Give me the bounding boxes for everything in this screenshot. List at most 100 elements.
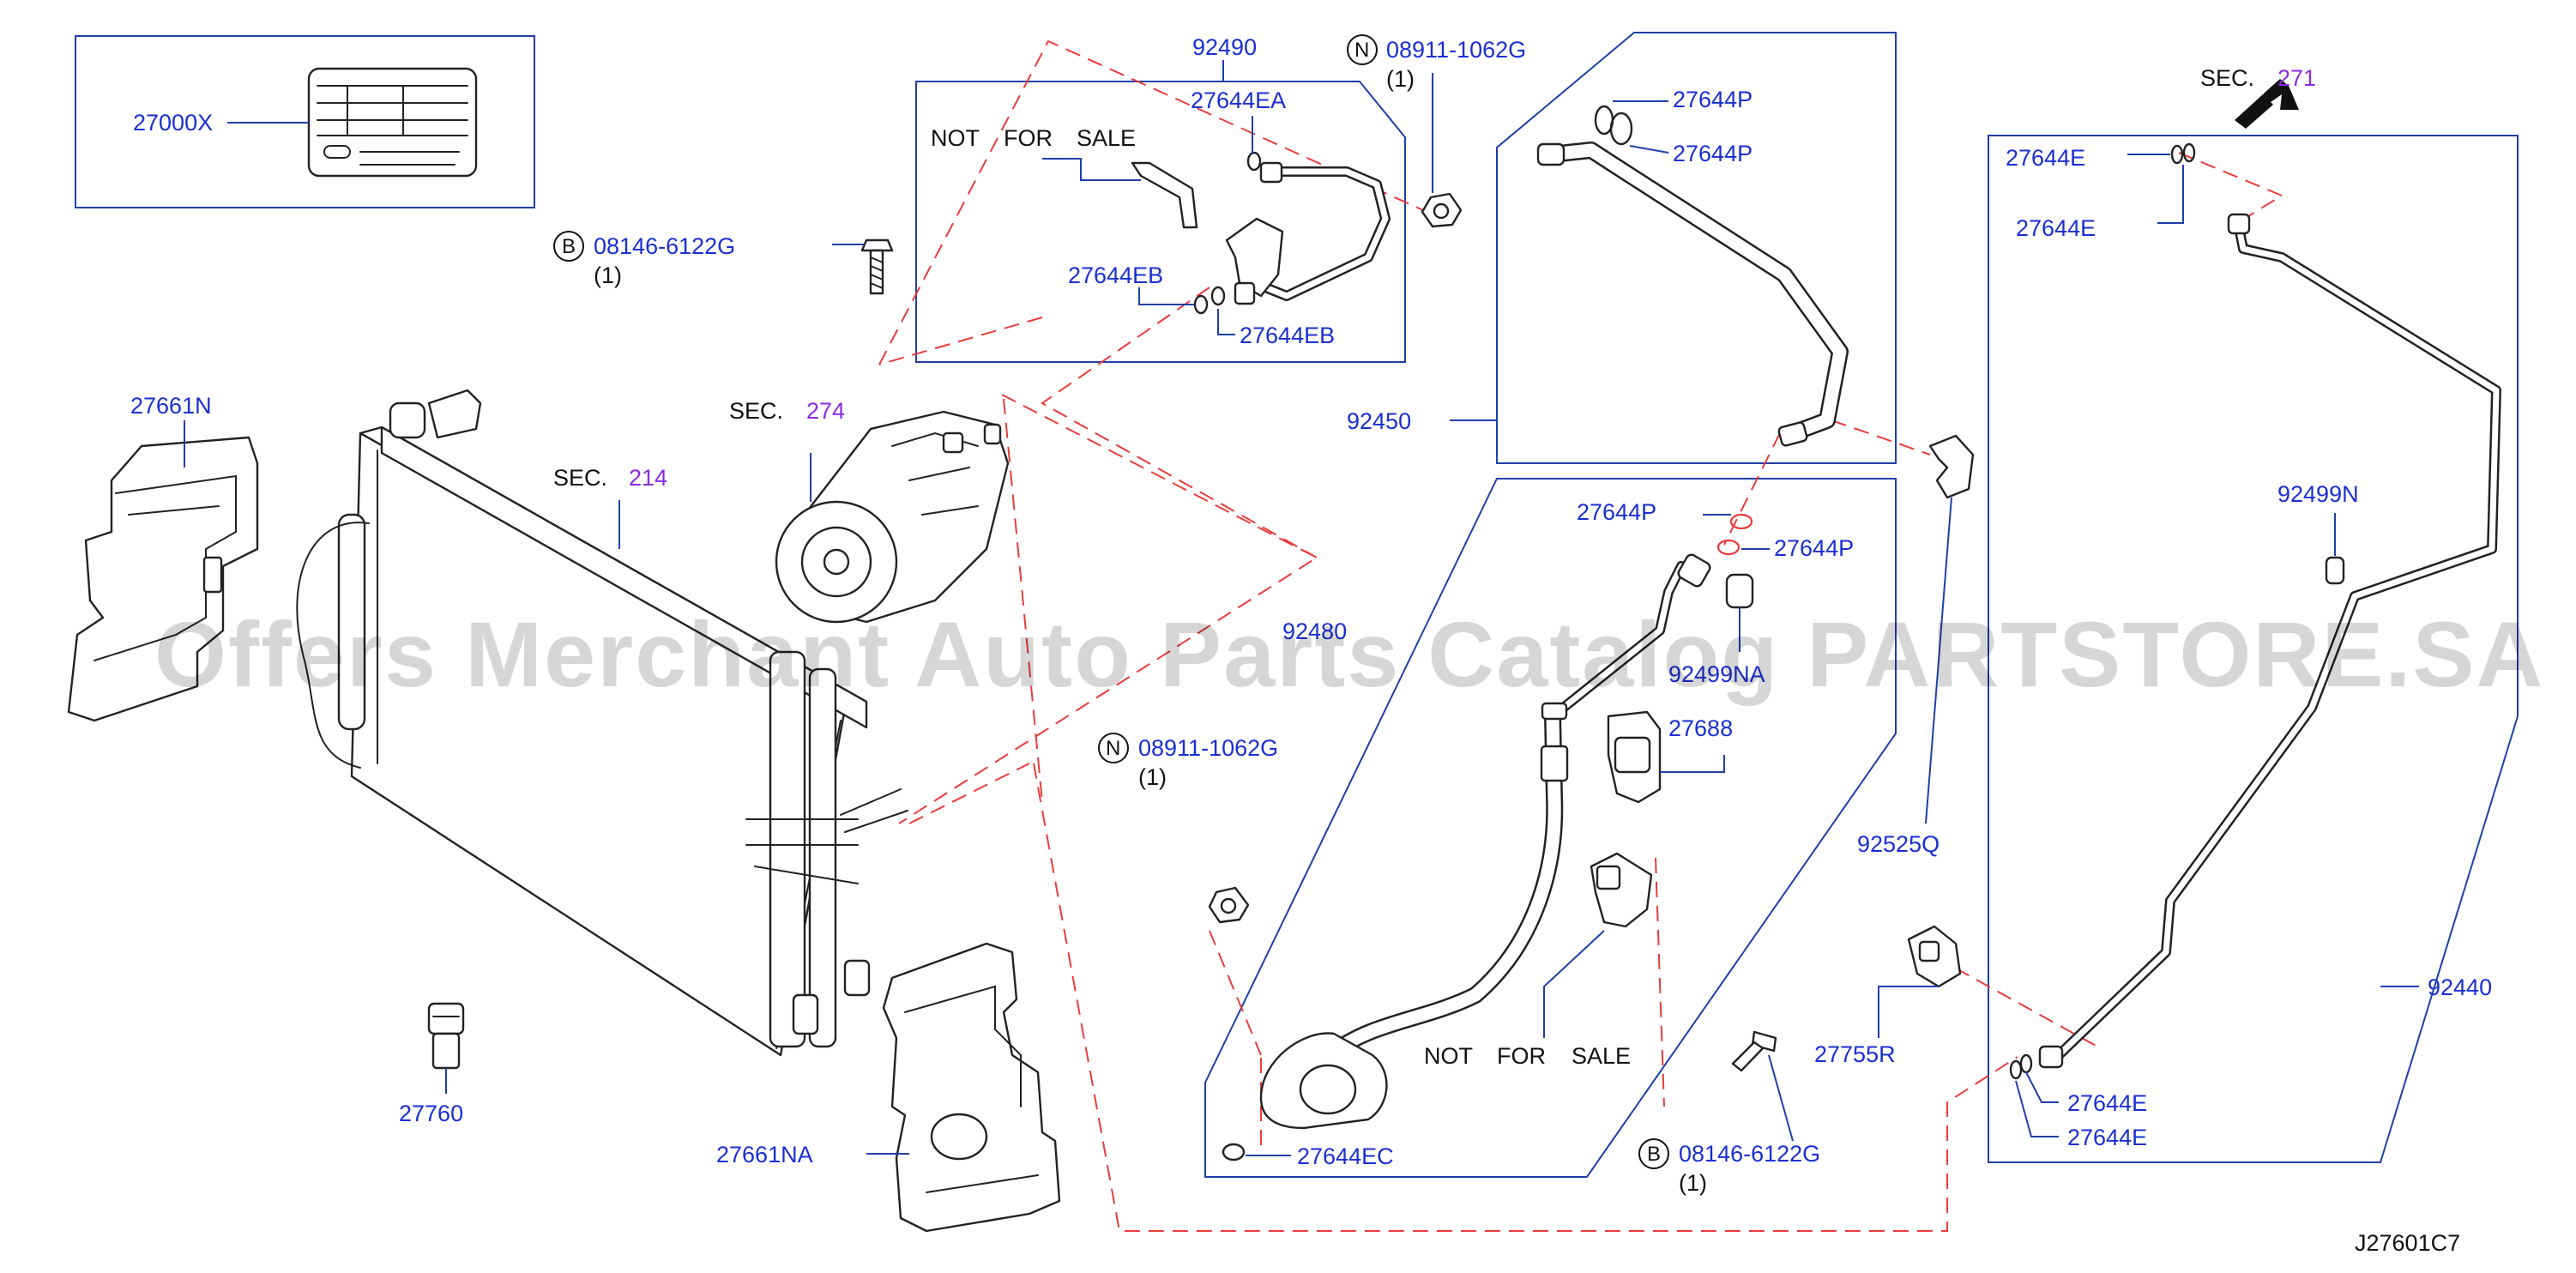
hose-92480-part [1259, 553, 1711, 1130]
callout-nfs-1 [1042, 158, 1141, 181]
badge-nut-2: N [1098, 733, 1129, 763]
label-27644EC: 27644EC [1297, 1143, 1394, 1169]
svg-text:B: B [1647, 1143, 1661, 1166]
nfs-1-word1: NOT [931, 125, 980, 151]
label-27000X: 27000X [133, 110, 213, 136]
oring-27644EC [1222, 1143, 1246, 1161]
routing-line-6 [1033, 763, 2018, 1232]
callout-27644E-4 [2015, 1080, 2059, 1137]
label-92480: 92480 [1282, 618, 1347, 644]
callout-nfs-2 [1543, 930, 1605, 1038]
nfs-2-word2: FOR [1497, 1043, 1546, 1069]
label-27644P-1: 27644P [1673, 87, 1753, 112]
callout-bolt-2 [1768, 1054, 1794, 1142]
qty-nut-2: (1) [1138, 764, 1167, 790]
label-27644E-3: 27644E [2067, 1090, 2147, 1116]
pipe-92450-frame [1496, 32, 1897, 464]
orings-27644P-mid [1716, 513, 1753, 556]
nfs-2-word1: NOT [1424, 1043, 1473, 1069]
badge-bolt-1: B [553, 231, 584, 262]
routing-line-10 [1831, 419, 1931, 456]
clamp-92525Q-part [1928, 434, 1975, 499]
orings-27644P-top [1594, 105, 1633, 146]
label-27688: 27688 [1668, 715, 1733, 741]
routing-line-2 [878, 317, 1043, 365]
bracket-27688-part [1607, 710, 1662, 804]
sec274-label: SEC. [729, 398, 783, 424]
orings-27644EA [1246, 151, 1262, 172]
air-guide-27661NA-part [882, 942, 1061, 1233]
air-guide-27661N-part [67, 436, 259, 722]
label-27644E-1: 27644E [2006, 145, 2085, 171]
bolt-1-part [860, 238, 894, 295]
nfs-1-word3: SALE [1077, 125, 1136, 151]
sec274-number: 274 [806, 398, 845, 424]
routing-line-4 [898, 394, 1319, 824]
nfs-1-word2: FOR [1004, 125, 1053, 151]
label-27644EA: 27644EA [1191, 87, 1286, 113]
callout-27644P-2 [1629, 145, 1669, 154]
hose-92490-frame [915, 81, 1406, 363]
qty-bolt-2: (1) [1679, 1170, 1707, 1196]
sec214-number: 214 [629, 465, 667, 491]
routing-line-14 [1934, 956, 2098, 1047]
pipe-92440-part [2038, 213, 2501, 1069]
label-nut-2: 08911-1062G [1138, 735, 1278, 761]
label-bolt-1: 08146-6122G [594, 233, 735, 259]
svg-text:N: N [1354, 39, 1369, 62]
routing-line-3 [1041, 287, 1318, 558]
routing-line-8 [1209, 930, 1262, 1056]
hose-92480-frame [1204, 478, 1897, 1178]
routing-line-7 [908, 763, 1030, 824]
label-27661NA: 27661NA [716, 1142, 813, 1167]
sec271-number: 271 [2277, 65, 2316, 91]
badge-bolt-2: B [1638, 1138, 1669, 1169]
label-bolt-2: 08146-6122G [1679, 1141, 1820, 1167]
sec271-label: SEC. [2200, 65, 2254, 91]
label-27644EB-b: 27644EB [1240, 323, 1335, 348]
bracket-27755R-part [1907, 925, 1962, 988]
label-92499N: 92499N [2277, 481, 2359, 507]
callout-27644EB-a [1138, 287, 1194, 305]
label-92440: 92440 [2428, 974, 2492, 1000]
pipe-92450-part [1536, 142, 1849, 447]
label-92525Q: 92525Q [1857, 831, 1940, 857]
caution-label-part [307, 67, 478, 178]
cap-92499N-part [2325, 556, 2345, 585]
svg-text:B: B [562, 235, 576, 258]
pressure-sensor-part [427, 1002, 465, 1070]
qty-bolt-1: (1) [594, 262, 622, 288]
clamp-nfs-part [1590, 852, 1653, 928]
sec271-arrow-icon [2235, 79, 2299, 129]
callout-27755R [1878, 986, 1939, 1038]
label-27755R: 27755R [1814, 1041, 1896, 1067]
hose-92490-part [1131, 161, 1391, 305]
label-27644EB-a: 27644EB [1068, 262, 1163, 288]
label-27760: 27760 [399, 1101, 463, 1126]
qty-nut-1: (1) [1386, 66, 1415, 92]
condenser-part [296, 389, 908, 1057]
label-27644E-4: 27644E [2067, 1125, 2147, 1150]
routing-line-13 [1655, 857, 1665, 1107]
callout-27644E-2 [2157, 165, 2184, 224]
badge-nut-1: N [1347, 34, 1378, 65]
callout-92525Q [1925, 497, 1952, 824]
sec214-label: SEC. [553, 465, 607, 491]
svg-text:N: N [1106, 737, 1120, 760]
compressor-part [775, 410, 1010, 624]
label-27644P-4: 27644P [1774, 535, 1854, 561]
diagram-id: J27601C7 [2355, 1230, 2460, 1256]
nfs-2-word3: SALE [1572, 1043, 1631, 1069]
routing-line-5 [1003, 398, 1043, 803]
callout-27688 [1660, 755, 1725, 773]
orings-27644E-top [2170, 142, 2196, 165]
label-nut-1: 08911-1062G [1386, 37, 1526, 63]
callout-27644EB-b [1217, 309, 1235, 335]
watermark: Offers Merchant Auto Parts Catalog PARTS… [154, 602, 2544, 706]
pipe-92440-frame [1988, 135, 2519, 1163]
label-92499NA: 92499NA [1668, 661, 1765, 687]
label-27644P-2: 27644P [1673, 141, 1753, 166]
routing-line-1 [878, 39, 1433, 365]
label-27644P-3: 27644P [1577, 499, 1656, 525]
